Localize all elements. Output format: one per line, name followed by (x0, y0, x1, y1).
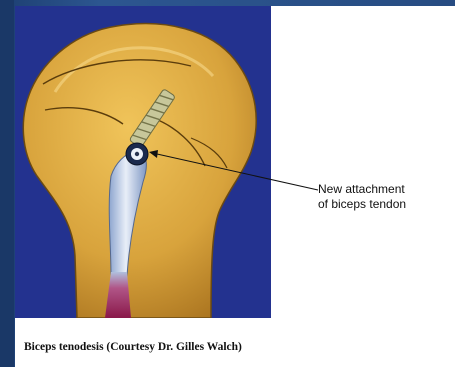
callout-line-1: New attachment (318, 182, 405, 196)
callout-line-2: of biceps tendon (318, 197, 406, 211)
callout-line (157, 154, 318, 190)
figure-caption: Biceps tenodesis (Courtesy Dr. Gilles Wa… (24, 341, 242, 353)
callout-label: New attachment of biceps tendon (318, 182, 448, 212)
callout-arrowhead (149, 150, 158, 158)
